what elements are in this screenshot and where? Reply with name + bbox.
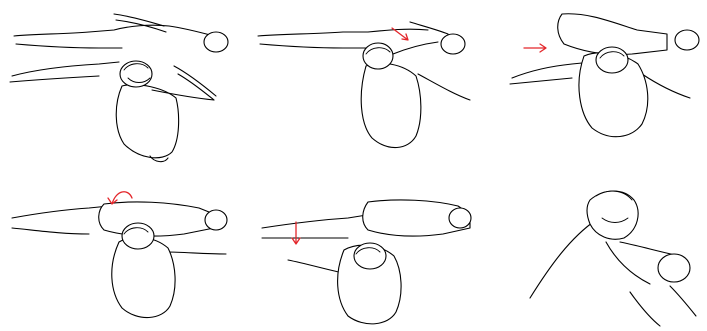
casualty-head: [441, 34, 465, 54]
step-1-illustration: [4, 4, 236, 164]
arrow-indicator: [524, 44, 546, 52]
casualty-leg: [262, 214, 373, 228]
step-3-illustration: [492, 4, 704, 164]
rescuer-back: [530, 220, 596, 298]
step-6-illustration: [520, 182, 706, 328]
casualty-head: [205, 210, 227, 230]
rescuer-head: [596, 47, 628, 73]
step-3-panel: [492, 4, 704, 164]
step-4-illustration: [4, 180, 236, 328]
casualty-body: [14, 25, 214, 36]
step-2-illustration: [248, 4, 480, 164]
rescuer-head: [354, 243, 386, 269]
step-5-panel: [248, 180, 480, 328]
casualty-body: [258, 29, 428, 36]
step-6-panel: [520, 182, 706, 328]
rescuer-body: [361, 63, 421, 147]
rescuer-body: [112, 237, 175, 317]
casualty-head: [449, 208, 471, 228]
rescuer-head: [120, 61, 152, 87]
rescuer-body: [116, 85, 178, 158]
casualty-head: [675, 30, 699, 50]
arrow-indicator: [292, 222, 300, 244]
step-4-panel: [4, 180, 236, 328]
casualty-leg: [12, 206, 109, 218]
rescuer-head: [363, 43, 393, 69]
casualty-torso: [99, 202, 214, 236]
step-1-panel: [4, 4, 236, 164]
step-2-panel: [248, 4, 480, 164]
casualty-head: [204, 32, 228, 52]
rescuer-head: [122, 223, 154, 249]
step-5-illustration: [248, 180, 480, 328]
casualty-head: [658, 254, 690, 282]
